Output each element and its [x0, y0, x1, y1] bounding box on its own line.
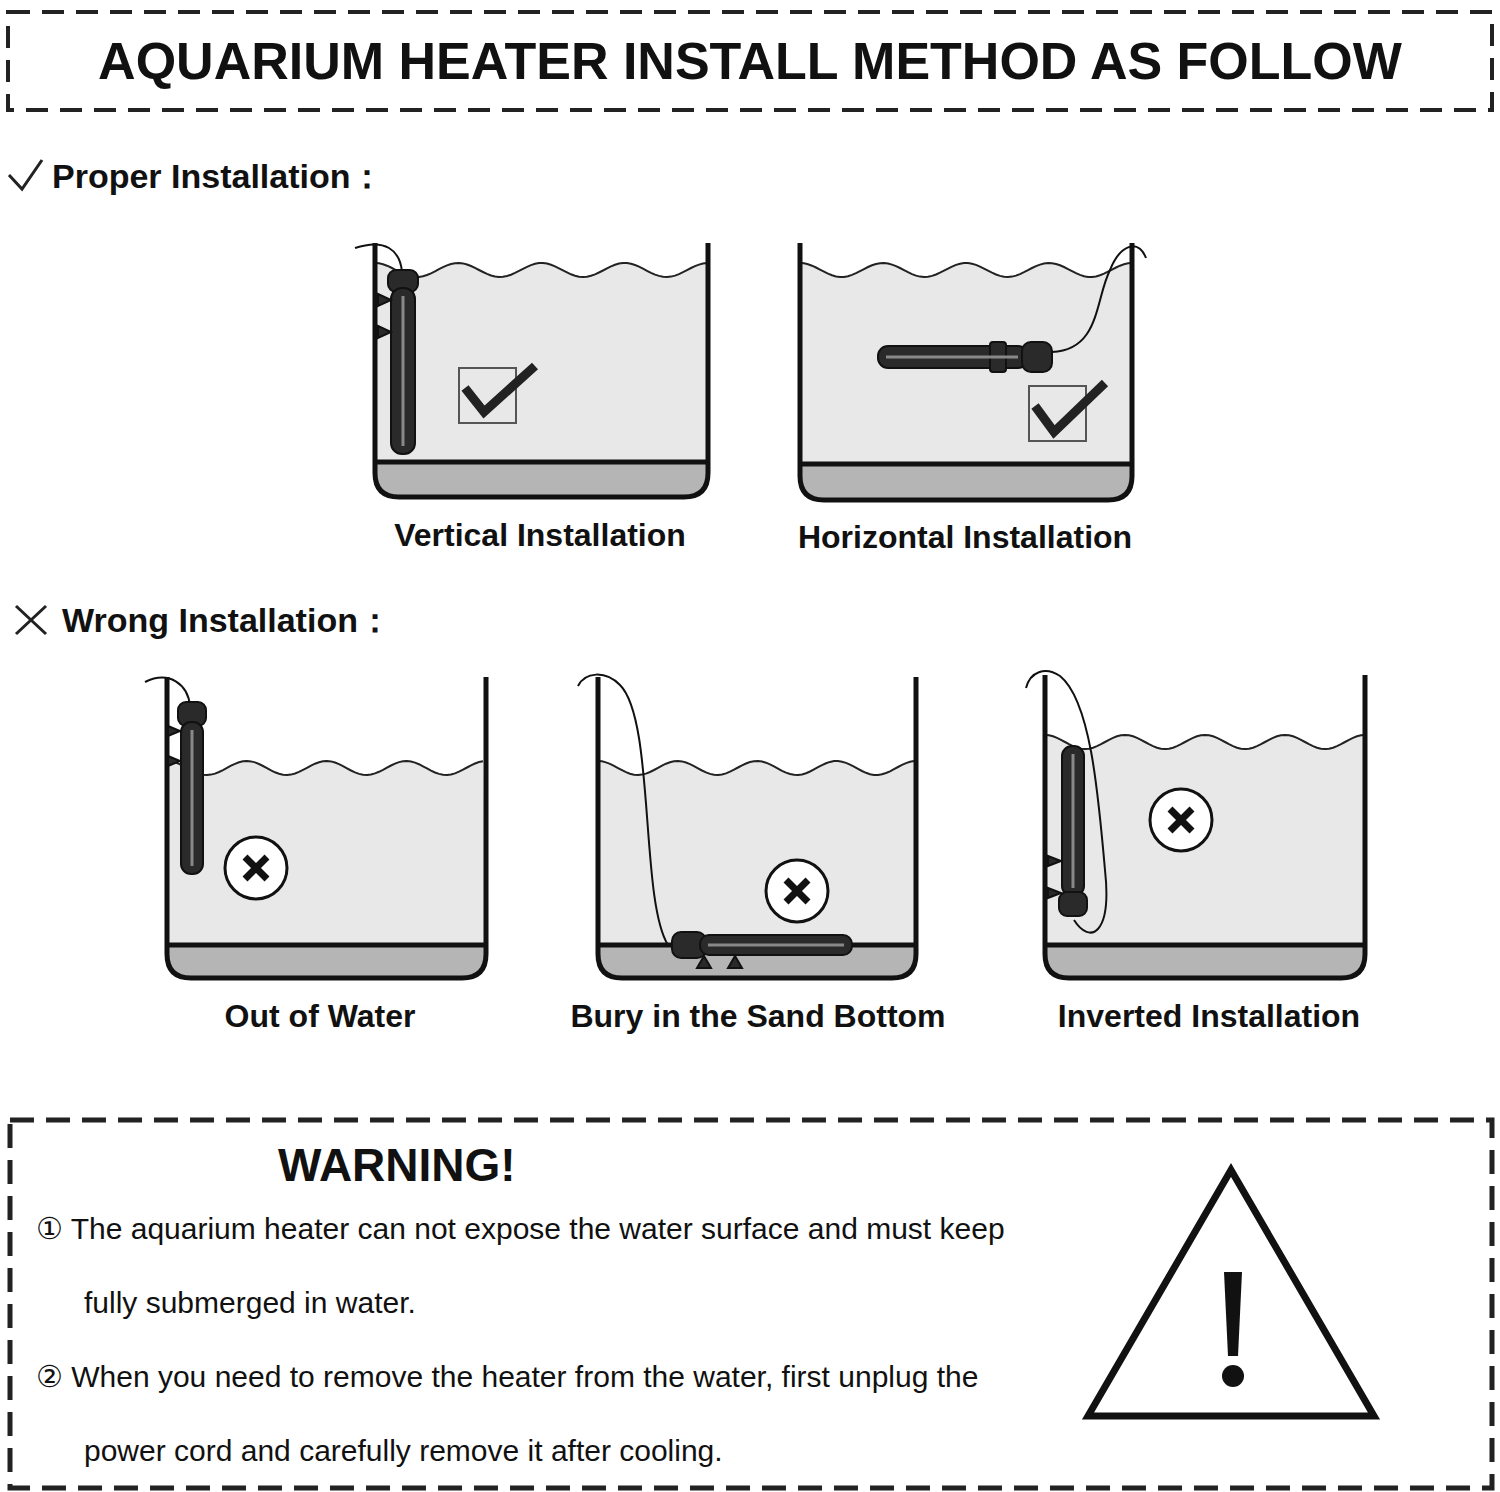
- tank-caption: Horizontal Installation: [798, 518, 1132, 556]
- sand: [167, 945, 486, 978]
- tank-caption: Out of Water: [225, 997, 416, 1035]
- tank-wall: [375, 243, 708, 497]
- tank-caption: Vertical Installation: [394, 516, 686, 554]
- page-title: AQUARIUM HEATER INSTALL METHOD AS FOLLOW: [98, 30, 1402, 92]
- tank-wall: [167, 677, 486, 978]
- water-surface: [598, 761, 914, 775]
- sand-line: [167, 943, 486, 948]
- tank-wall: [598, 677, 916, 978]
- sand: [1045, 945, 1365, 978]
- sand-line: [800, 462, 1132, 467]
- water-surface: [1045, 735, 1365, 749]
- warning-triangle: [1088, 1170, 1374, 1416]
- tank-wall: [800, 243, 1132, 500]
- section-heading: Wrong Installation：: [62, 600, 392, 641]
- warning-text: ① The aquarium heater can not expose the…: [36, 1192, 1046, 1340]
- tick-symbol: [9, 160, 42, 189]
- water-surface: [167, 761, 483, 775]
- water: [1045, 735, 1365, 978]
- check-mark: [459, 366, 1105, 441]
- tank-caption: Bury in the Sand Bottom: [570, 997, 945, 1035]
- water-surface: [375, 263, 707, 277]
- tank-caption: Inverted Installation: [1058, 997, 1360, 1035]
- section-heading: Proper Installation：: [52, 156, 385, 197]
- title-frame: [8, 12, 1492, 110]
- sand: [800, 464, 1132, 500]
- warning-text: ② When you need to remove the heater fro…: [36, 1340, 1046, 1488]
- cross-symbol: [16, 606, 46, 634]
- warning-heading: WARNING!: [278, 1138, 516, 1192]
- water: [167, 761, 486, 978]
- warning-box: WARNING!① The aquarium heater can not ex…: [10, 1120, 1492, 1488]
- water-surface: [800, 263, 1132, 277]
- water: [375, 263, 708, 497]
- sand-line: [375, 460, 708, 465]
- sand: [375, 462, 708, 497]
- warning-frame: [10, 1120, 1492, 1488]
- sand-line: [1045, 943, 1365, 948]
- water: [800, 263, 1132, 500]
- cross-mark: [225, 789, 1212, 922]
